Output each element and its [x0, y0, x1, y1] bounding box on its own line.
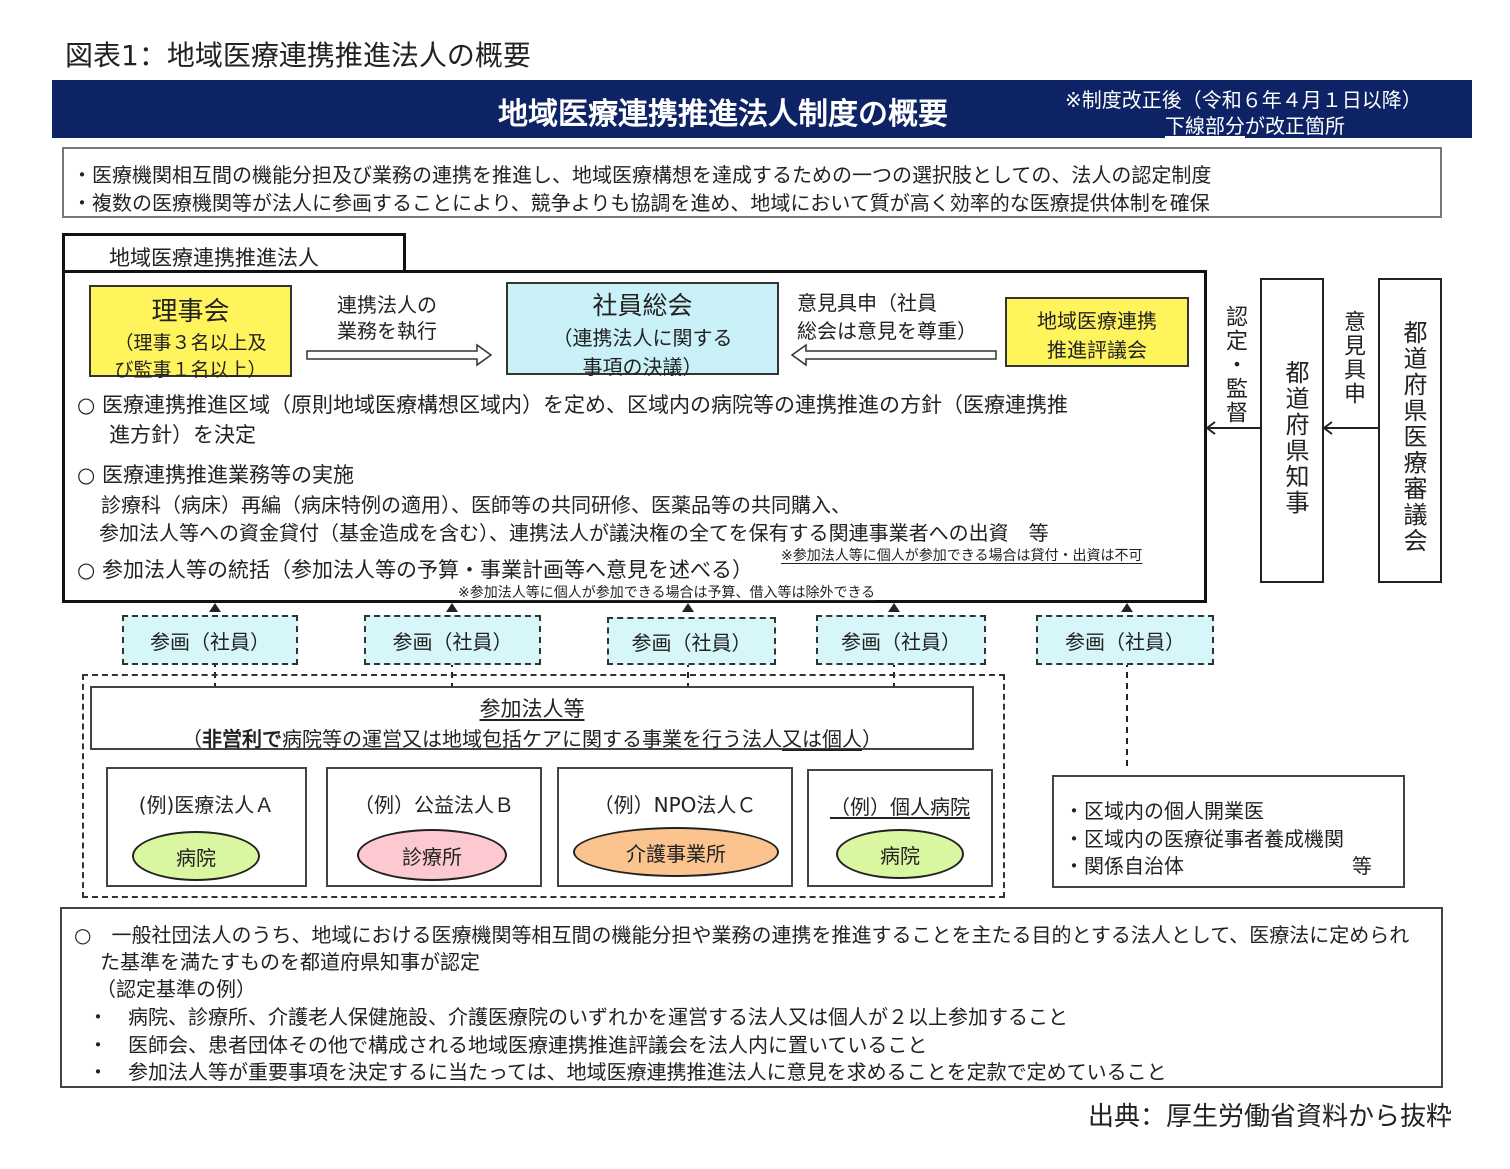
figure-title: 図表1：地域医療連携推進法人の概要 — [65, 39, 531, 72]
example-label: (例)医療法人Ａ — [138, 793, 275, 817]
facility-ellipse: 病院 — [132, 831, 260, 881]
corp-item: 診療科（病床）再編（病床特例の適用）、医師等の共同研修、医薬品等の共同購入、 — [101, 493, 851, 517]
corp-item: 進方針）を決定 — [109, 423, 256, 447]
corp-item: 参加法人等への資金貸付（基金造成を含む）、連携法人が議決権の全てを保有する関連事… — [99, 521, 1049, 545]
assembly-sub: （連携法人に関する — [552, 326, 733, 350]
example-label: （例）個人病院 — [830, 795, 970, 819]
right-arrow-icon — [306, 343, 493, 367]
others-box: ・区域内の個人開業医 ・区域内の医療従事者養成機関 ・関係自治体 等 — [1052, 775, 1405, 888]
banner-note-1: ※制度改正後（令和６年４月１日以降） — [1065, 88, 1422, 112]
criteria-item: ・ 参加法人等が重要事項を決定するに当たっては、地域医療連携推進法人に意見を求め… — [88, 1060, 1167, 1084]
banner-note-2: 下線部分が改正箇所 — [1165, 110, 1345, 139]
example-card: （例）公益法人Ｂ 診療所 — [326, 767, 542, 887]
arrow-left-icon — [1205, 421, 1260, 435]
left-arrow-icon — [790, 343, 997, 367]
assembly-title: 社員総会 — [592, 291, 693, 320]
example-card: (例)医療法人Ａ 病院 — [106, 767, 307, 887]
assembly-sub: 事項の決議） — [582, 355, 703, 379]
board-sub: び監事１名以上） — [114, 359, 267, 381]
intro-box: ・医療機関相互間の機能分担及び業務の連携を推進し、地域医療構想を達成するための一… — [62, 147, 1442, 218]
participation-box: 参画（社員） — [607, 617, 776, 665]
exec-label: 連携法人の — [337, 293, 437, 317]
criteria-item: ・ 医師会、患者団体その他で構成される地域医療連携推進評議会を法人内に置いている… — [88, 1033, 928, 1057]
participation-box: 参画（社員） — [1036, 615, 1214, 665]
others-item: ・区域内の個人開業医 — [1064, 799, 1264, 823]
certify-label: 認定・監督 — [1222, 305, 1247, 425]
criteria-box: ○ 一般社団法人のうち、地域における医療機関等相互間の機能分担や業務の連携を推進… — [60, 907, 1443, 1088]
board-sub: （理事３名以上及 — [114, 332, 267, 354]
board-title: 理事会 — [151, 297, 230, 327]
participants-group — [82, 674, 1005, 898]
desc-underlined: 又は個人 — [782, 727, 862, 751]
others-item: ・関係自治体 — [1064, 854, 1184, 878]
paren: （ — [182, 727, 202, 751]
example-card: （例）NPO法人Ｃ 介護事業所 — [557, 767, 793, 887]
exec-label: 業務を執行 — [337, 319, 437, 343]
arrow-left-icon — [1322, 421, 1378, 435]
banner: 地域医療連携推進法人制度の概要 ※制度改正後（令和６年４月１日以降） 下線部分が… — [52, 80, 1472, 138]
corp-item: ○ 参加法人等の統括（参加法人等の予算・事業計画等へ意見を述べる） — [77, 558, 753, 582]
pref-council-box: 都道府県医療審議会 — [1378, 278, 1442, 583]
participation-box: 参画（社員） — [122, 615, 298, 665]
opinion-label: 総会は意見を尊重） — [797, 319, 977, 343]
participants-desc: （非営利で病院等の運営又は地域包括ケアに関する事業を行う法人又は個人） — [92, 723, 972, 752]
corp-tab-label: 地域医療連携推進法人 — [109, 246, 319, 270]
example-card: （例）個人病院病院 — [807, 769, 993, 887]
council-label: 推進評議会 — [1047, 338, 1147, 362]
others-item: 等 — [1352, 854, 1372, 878]
council-box: 地域医療連携 推進評議会 — [1005, 297, 1189, 367]
pref-council-label: 都道府県医療審議会 — [1399, 320, 1427, 554]
note-loan: ※参加法人等に個人が参加できる場合は貸付・出資は不可 — [781, 548, 1143, 564]
corp-tab: 地域医療連携推進法人 — [62, 233, 406, 273]
participation-box: 参画（社員） — [816, 615, 986, 665]
participation-box: 参画（社員） — [364, 615, 541, 665]
desc-mid: 病院等の運営又は地域包括ケアに関する事業を行う法人 — [282, 727, 782, 751]
example-label: （例）公益法人Ｂ — [354, 793, 514, 817]
opinion-label: 意見具申（社員 — [797, 291, 937, 315]
governor-label: 都道府県知事 — [1281, 360, 1309, 516]
participants-title: 参加法人等 — [479, 697, 585, 721]
criteria-lead: ○ 一般社団法人のうち、地域における医療機関等相互間の機能分担や業務の連携を推進… — [74, 923, 1410, 947]
corp-main-box: 理事会 （理事３名以上及 び監事１名以上） 連携法人の 業務を執行 社員総会 （… — [62, 270, 1207, 603]
facility-ellipse: 介護事業所 — [573, 827, 779, 877]
council-label: 地域医療連携 — [1037, 309, 1157, 333]
criteria-heading: （認定基準の例） — [96, 977, 256, 1001]
assembly-box: 社員総会 （連携法人に関する 事項の決議） — [506, 282, 779, 379]
board-box: 理事会 （理事３名以上及 び監事１名以上） — [89, 285, 292, 381]
example-label: （例）NPO法人Ｃ — [593, 793, 757, 817]
banner-title: 地域医療連携推進法人制度の概要 — [498, 97, 948, 132]
facility-ellipse: 病院 — [836, 829, 964, 879]
participants-box: 参加法人等 （非営利で病院等の運営又は地域包括ケアに関する事業を行う法人又は個人… — [90, 686, 974, 752]
governor-box: 都道府県知事 — [1260, 278, 1324, 583]
criteria-lead: た基準を満たすものを都道府県知事が認定 — [100, 950, 480, 974]
paren: ） — [862, 727, 882, 751]
corp-item: ○ 医療連携推進区域（原則地域医療構想区域内）を定め、区域内の病院等の連携推進の… — [77, 393, 1068, 417]
intro-line: ・複数の医療機関等が法人に参画することにより、競争よりも協調を進め、地域において… — [72, 191, 1210, 215]
note-rest: が改正箇所 — [1245, 114, 1345, 138]
note-budget: ※参加法人等に個人が参加できる場合は予算、借入等は除外できる — [458, 585, 876, 601]
source-note: 出典：厚生労働省資料から抜粋 — [1087, 1102, 1452, 1132]
underline-label: 下線部分 — [1165, 114, 1245, 138]
pref-opinion-label: 意見具申 — [1340, 310, 1365, 406]
others-item: ・区域内の医療従事者養成機関 — [1064, 827, 1344, 851]
intro-line: ・医療機関相互間の機能分担及び業務の連携を推進し、地域医療構想を達成するための一… — [72, 163, 1212, 187]
criteria-item: ・ 病院、診療所、介護老人保健施設、介護医療院のいずれかを運営する法人又は個人が… — [88, 1005, 1068, 1029]
non-profit-label: 非営利で — [202, 727, 282, 751]
facility-ellipse: 診療所 — [357, 829, 507, 881]
corp-item: ○ 医療連携推進業務等の実施 — [77, 463, 354, 487]
